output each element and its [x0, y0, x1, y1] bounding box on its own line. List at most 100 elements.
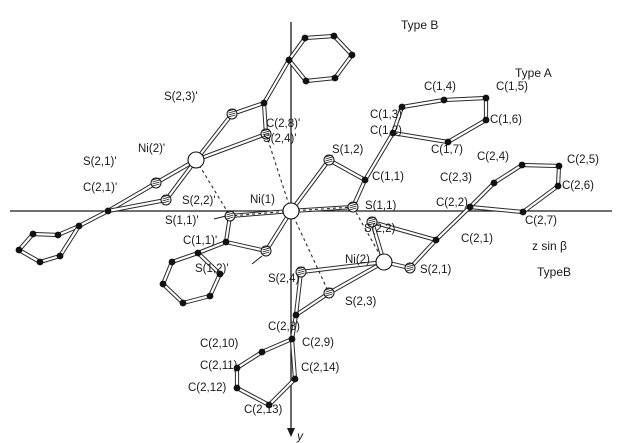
- bond-c14-c15: [442, 96, 488, 102]
- bond-lp6-lp1: [58, 224, 81, 258]
- vertical-axis-label: y: [296, 429, 304, 443]
- sulfur-hatch: [349, 207, 357, 211]
- bond-c21-c22: [434, 205, 472, 242]
- label-ni1: Ni(1): [250, 194, 275, 206]
- label-c212: C(2,12): [188, 382, 227, 394]
- atom-ll1: [194, 249, 202, 257]
- bond-ni2-s23: [327, 260, 386, 295]
- label-s23: S(2,3): [345, 296, 376, 308]
- label-c213: C(2,13): [244, 404, 283, 416]
- label-c210: C(2,10): [200, 338, 239, 350]
- sulfur-hatch: [228, 110, 236, 114]
- label-c12: C(1,2): [370, 125, 402, 137]
- coord-bond: [265, 133, 292, 212]
- bond-s24-c28: [294, 270, 303, 317]
- label-c17: C(1,7): [431, 144, 463, 156]
- atom-c23: [490, 179, 498, 187]
- atom-c15: [482, 94, 490, 102]
- atom-bt5: [331, 74, 339, 82]
- bond-lp4-lp5: [17, 248, 42, 264]
- sulfur-hatch: [162, 198, 170, 202]
- sulfur-hatch: [152, 183, 160, 187]
- atom-lp3: [29, 230, 37, 238]
- label-c25: C(2,5): [567, 154, 599, 166]
- label-c23: C(2,3): [440, 172, 472, 184]
- label-s24: S(2,4): [268, 273, 299, 285]
- sulfur-hatch: [368, 220, 376, 224]
- bond-c29-c210: [260, 337, 294, 354]
- bond-lp3-lp4: [17, 232, 35, 252]
- atom-bt4: [348, 51, 356, 59]
- coordination-bonds: [195, 133, 385, 294]
- label-ni2p: Ni(2)': [138, 143, 165, 155]
- bond-c214-c29: [290, 337, 297, 381]
- sulfur-hatch: [349, 205, 357, 209]
- atoms: [15, 32, 563, 409]
- bond-c12-c13: [391, 105, 404, 135]
- sulfur-hatch: [325, 293, 333, 297]
- bond-lp2-lp3: [31, 232, 60, 237]
- bond-c16-c17: [446, 118, 488, 144]
- sulfur-hatch: [297, 266, 305, 270]
- label-c29: C(2,9): [302, 337, 334, 349]
- type-b-bottom-label: TypeB: [537, 265, 571, 279]
- sulfur-hatch: [325, 291, 333, 295]
- atom-lp1: [75, 222, 83, 230]
- bond-ni2p-s24p: [194, 132, 268, 162]
- sulfur-hatch: [262, 251, 270, 255]
- sulfur-hatch: [325, 156, 333, 160]
- bond-bt2-bt3: [303, 34, 336, 40]
- label-s21p: S(2,1)': [83, 156, 117, 168]
- coord-bond: [229, 210, 292, 217]
- bond-c28-c29: [290, 313, 298, 341]
- atom-c11: [361, 176, 369, 184]
- sulfur-hatch: [262, 134, 270, 138]
- coord-bond: [195, 159, 231, 217]
- label-c28: C(2,8): [268, 321, 300, 333]
- sulfur-hatch: [262, 132, 270, 136]
- bond-ll1-ll2: [170, 251, 200, 264]
- atom-c22: [466, 203, 474, 211]
- bond-c11p-ll1: [196, 240, 228, 255]
- atom-lp4: [15, 246, 23, 254]
- arrow-s12p: [251, 255, 263, 265]
- atom-lp2: [54, 231, 62, 239]
- bond-s12p-c11p: [224, 240, 268, 253]
- atom-c28p: [260, 99, 268, 107]
- atom-c21p: [104, 207, 112, 215]
- atom-c210: [258, 348, 266, 356]
- type-b-top-label: Type B: [401, 18, 438, 32]
- sulfur-hatch: [262, 249, 270, 253]
- atom-c14: [440, 96, 448, 104]
- label-c26: C(2,6): [562, 180, 594, 192]
- atom-ll5: [206, 292, 214, 300]
- sulfur-hatch: [162, 200, 170, 204]
- sulfur-hatch: [152, 179, 160, 183]
- sulfur-hatch: [406, 262, 414, 266]
- sulfur-hatch: [162, 196, 170, 200]
- sulfur-hatch: [262, 130, 270, 134]
- label-c27: C(2,7): [525, 215, 557, 227]
- coord-bond: [290, 206, 354, 212]
- atom-c25: [555, 162, 563, 170]
- sulfur-hatch: [262, 245, 270, 249]
- bond-ll4-ll5: [181, 294, 212, 305]
- sulfur-hatch: [152, 181, 160, 185]
- horizontal-axis-label: z sin β: [532, 239, 567, 253]
- label-c13: C(1,3): [370, 109, 402, 121]
- bond-ll3-ll4: [161, 282, 185, 305]
- sulfur-hatch: [226, 210, 234, 214]
- atom-ni1: [282, 202, 300, 220]
- bond-bt5-bt6: [304, 76, 337, 83]
- label-c11p: C(1,1)': [183, 235, 217, 247]
- label-c11: C(1,1): [372, 171, 404, 183]
- atom-lp5: [36, 258, 44, 266]
- label-c28p: C(2,8)': [266, 118, 300, 130]
- atom-c213: [265, 401, 273, 409]
- label-s11: S(1,1): [365, 200, 396, 212]
- sulfur-hatch: [349, 201, 357, 205]
- sulfur-hatch: [226, 216, 234, 220]
- sulfur-hatch: [228, 108, 236, 112]
- bond-c23-c24: [492, 163, 524, 185]
